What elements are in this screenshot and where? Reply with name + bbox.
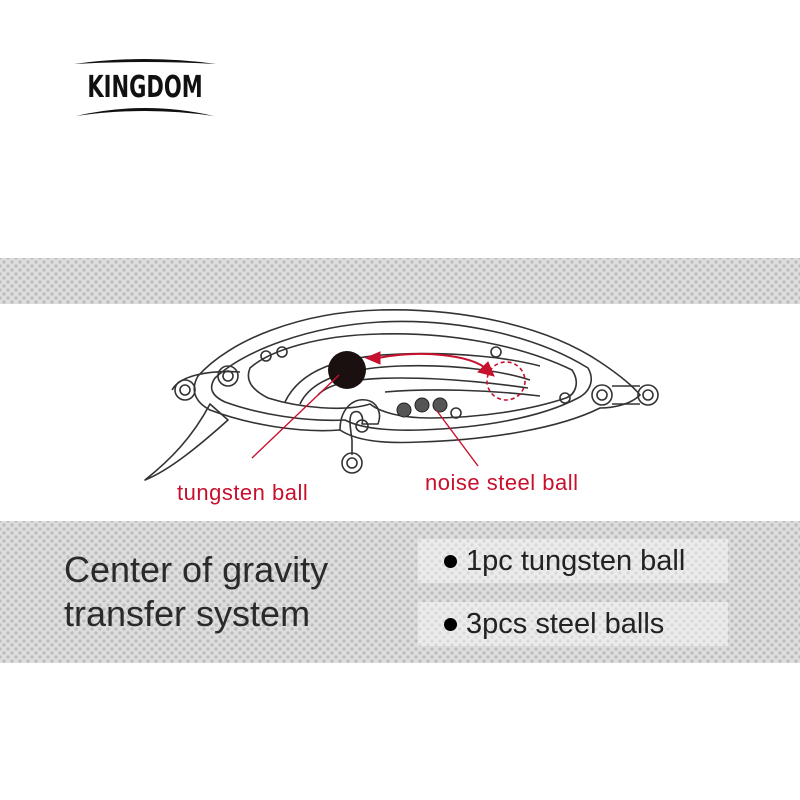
travel-arrow [364,351,495,377]
spec-item: 3pcs steel balls [418,602,728,646]
spec-text: 3pcs steel balls [466,607,665,640]
spec-text: 1pc tungsten ball [466,544,686,577]
noise-steel-ball-callout: noise steel ball [425,470,579,495]
logo-swoosh [74,59,216,116]
spec-item: 1pc tungsten ball [418,539,728,583]
bullet-icon [444,554,457,568]
steel-balls [396,397,448,418]
brand-logo: KINGDOM [70,56,220,122]
tungsten-leader-line [251,374,340,459]
lure-outline [144,309,659,481]
pattern-band-bottom [0,521,800,663]
bullet-icon [444,617,457,631]
pattern-band-top [0,258,800,304]
tungsten-ball [328,351,366,389]
headline-line-2: transfer system [64,593,311,634]
steel-leader-line [436,410,479,467]
ball-destination-marker [486,361,526,401]
tungsten-ball-callout: tungsten ball [177,480,309,505]
headline-line-1: Center of gravity [64,549,329,590]
headline: Center of gravity transfer system [64,548,394,636]
logo-wordmark: KINGDOM [87,70,203,105]
lure-diagram [144,309,659,481]
